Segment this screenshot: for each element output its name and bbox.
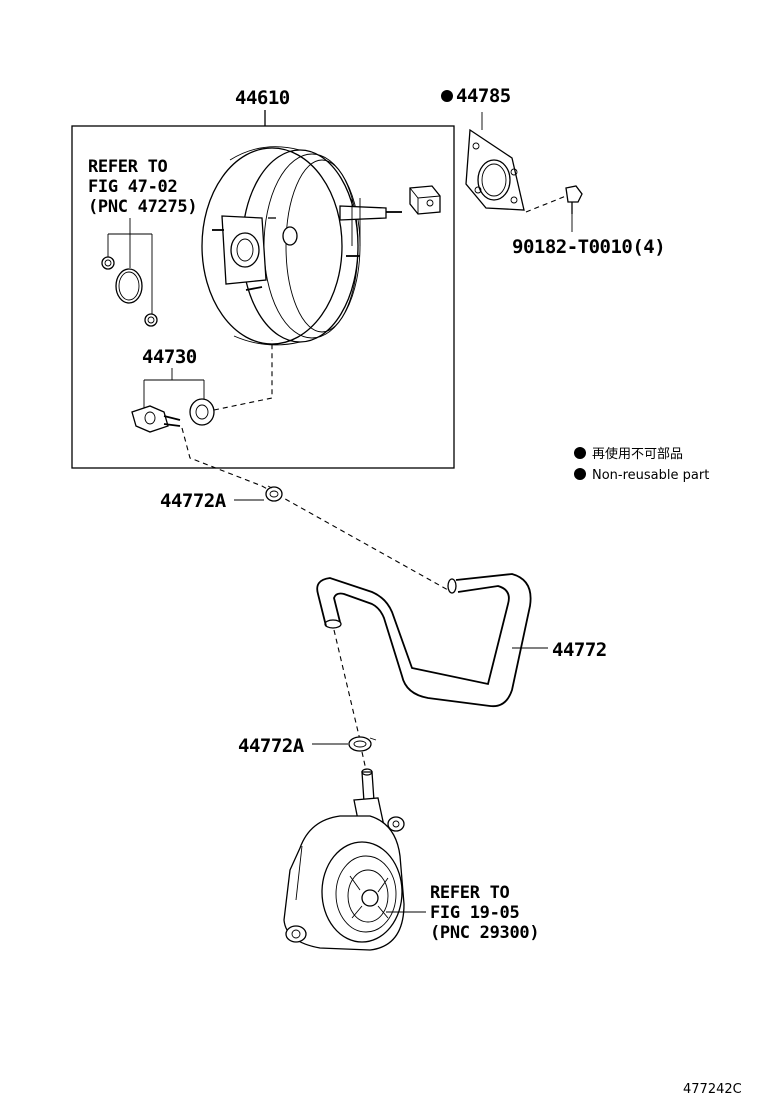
label-clip-upper[interactable]: 44772A [160, 490, 227, 512]
check-valve-part [131, 405, 181, 433]
refer-pump-line2: FIG 19-05 [430, 903, 519, 923]
clip-to-pump-dash [361, 751, 367, 771]
clip-upper-part [265, 485, 283, 502]
vacuum-pump-part [283, 768, 405, 951]
label-check-valve[interactable]: 44730 [142, 346, 197, 368]
label-booster[interactable]: 44610 [235, 87, 290, 109]
non-reusable-mark-gasket [441, 90, 453, 102]
legend-mark-en [574, 468, 586, 480]
legend-mark-jp [574, 447, 586, 459]
clevis-part [409, 185, 441, 215]
refer-booster-line1: REFER TO [88, 157, 168, 177]
valve-grommet-part [189, 398, 215, 426]
brake-booster-body [201, 146, 402, 346]
refer-pump-line1: REFER TO [430, 883, 510, 903]
label-clip-lower[interactable]: 44772A [238, 735, 305, 757]
figure-id: 477242C [683, 1082, 742, 1097]
refer-booster-bracket [107, 218, 153, 314]
grommet-small-part [101, 256, 115, 270]
hose-to-clip-dash [333, 629, 361, 741]
legend-en: Non-reusable part [592, 468, 709, 483]
vacuum-hose-part [316, 573, 532, 708]
nut-dash [525, 195, 567, 213]
refer-pump-line3: (PNC 29300) [430, 923, 539, 943]
check-valve-bracket [143, 368, 205, 410]
label-hose[interactable]: 44772 [552, 639, 607, 661]
valve-grommet-dash [213, 340, 273, 411]
grommet-part [144, 313, 158, 327]
refer-booster-line3: (PNC 47275) [88, 197, 197, 217]
label-nut[interactable]: 90182-T0010(4) [512, 236, 666, 258]
booster-assembly-frame [71, 125, 455, 469]
legend-jp: 再使用不可部品 [592, 446, 683, 462]
o-ring-part [115, 268, 143, 304]
nut-part [565, 185, 583, 214]
gasket-plate [465, 128, 525, 211]
label-gasket[interactable]: 44785 [456, 85, 511, 107]
clip-lower-part [348, 736, 377, 752]
refer-booster-line2: FIG 47-02 [88, 177, 177, 197]
